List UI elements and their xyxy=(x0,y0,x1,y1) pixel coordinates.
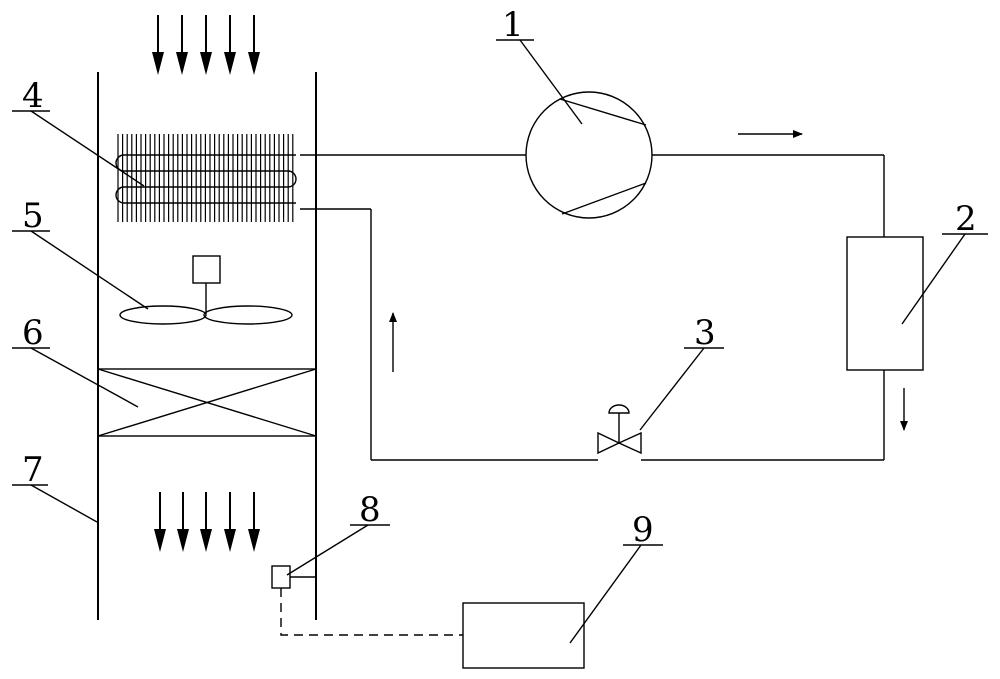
label-compressor: 1 xyxy=(502,5,524,45)
fan-blade-right xyxy=(203,305,293,325)
label-filter: 6 xyxy=(22,313,44,353)
evaporator-coil xyxy=(115,134,297,222)
signal-line xyxy=(280,588,463,636)
component-labels: 1 2 3 4 5 6 7 8 9 xyxy=(22,5,977,550)
label-evaporator: 4 xyxy=(22,76,44,116)
compressor xyxy=(525,91,653,219)
condenser xyxy=(846,236,924,371)
fan-motor xyxy=(192,255,221,284)
airflow-arrows-top xyxy=(152,15,260,75)
label-sensor: 8 xyxy=(359,490,381,530)
fan xyxy=(119,255,293,325)
label-expansion-valve: 3 xyxy=(694,313,716,353)
fan-blade-left xyxy=(119,305,207,325)
controller xyxy=(462,602,585,669)
label-fan: 5 xyxy=(22,196,44,236)
leader-lines xyxy=(12,39,988,644)
label-condenser: 2 xyxy=(955,199,977,239)
air-duct xyxy=(97,72,317,620)
expansion-valve xyxy=(597,404,642,455)
refrigerant-piping xyxy=(300,154,885,461)
filter xyxy=(97,368,317,437)
label-air-duct: 7 xyxy=(22,450,44,490)
flow-direction-arrows xyxy=(389,130,908,431)
airflow-arrows-bottom xyxy=(154,492,260,552)
sensor xyxy=(271,565,316,589)
label-controller: 9 xyxy=(632,510,654,550)
